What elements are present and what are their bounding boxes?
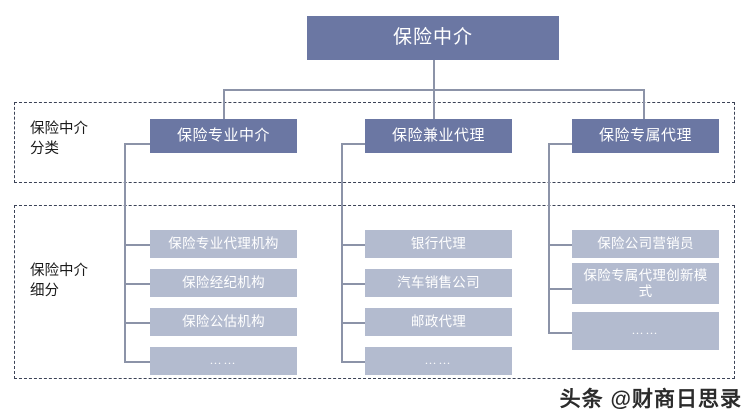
connector-drop-exclusive (643, 89, 645, 119)
group-frame-subdivision (14, 205, 735, 379)
leaf-exclusive-2[interactable]: 保险专属代理创新模式 (572, 263, 719, 304)
leaf-parttime-2[interactable]: 汽车销售公司 (365, 269, 512, 297)
connector-trunk-exclusive (548, 143, 550, 332)
connector-branch-parttime-4 (341, 361, 365, 363)
node-parttime[interactable]: 保险兼业代理 (365, 119, 512, 153)
connector-branch-parttime-1 (341, 244, 365, 246)
leaf-parttime-1[interactable]: 银行代理 (365, 230, 512, 258)
node-exclusive[interactable]: 保险专属代理 (572, 119, 719, 153)
group-label-subdivision-line1: 保险中介 (30, 263, 88, 279)
group-label-classification: 保险中介 分类 (30, 120, 130, 159)
connector-drop-professional (223, 89, 225, 119)
connector-trunk-lead-exclusive (548, 143, 572, 145)
group-label-classification-line1: 保险中介 (30, 121, 88, 137)
group-label-subdivision-line2: 细分 (30, 282, 59, 299)
leaf-parttime-3[interactable]: 邮政代理 (365, 308, 512, 336)
connector-branch-parttime-3 (341, 322, 365, 324)
node-root[interactable]: 保险中介 (307, 16, 559, 60)
leaf-professional-4[interactable]: …… (150, 347, 297, 375)
connector-branch-professional-4 (124, 361, 150, 363)
connector-branch-professional-3 (124, 322, 150, 324)
group-frame-classification (14, 102, 735, 183)
leaf-professional-2[interactable]: 保险经纪机构 (150, 269, 297, 297)
connector-trunk-parttime (341, 143, 343, 361)
connector-trunk-lead-professional (124, 143, 150, 145)
group-label-classification-line2: 分类 (30, 140, 59, 157)
leaf-exclusive-3[interactable]: …… (572, 312, 719, 350)
watermark-handle: @财商日思录 (610, 388, 742, 411)
connector-root-stem (433, 60, 435, 89)
leaf-professional-1[interactable]: 保险专业代理机构 (150, 230, 297, 258)
connector-drop-parttime (433, 89, 435, 119)
leaf-parttime-4[interactable]: …… (365, 347, 512, 375)
node-professional[interactable]: 保险专业中介 (150, 119, 297, 153)
connector-branch-exclusive-3 (548, 332, 572, 334)
watermark: 头条 @财商日思录 (560, 383, 742, 413)
leaf-exclusive-1[interactable]: 保险公司营销员 (572, 230, 719, 258)
leaf-professional-3[interactable]: 保险公估机构 (150, 308, 297, 336)
connector-branch-professional-1 (124, 244, 150, 246)
connector-branch-parttime-2 (341, 283, 365, 285)
connector-trunk-professional (124, 143, 126, 361)
group-label-subdivision: 保险中介 细分 (30, 262, 130, 301)
connector-trunk-lead-parttime (341, 143, 365, 145)
connector-branch-exclusive-1 (548, 244, 572, 246)
watermark-prefix: 头条 (559, 388, 604, 411)
connector-branch-exclusive-2 (548, 288, 572, 290)
connector-branch-professional-2 (124, 283, 150, 285)
